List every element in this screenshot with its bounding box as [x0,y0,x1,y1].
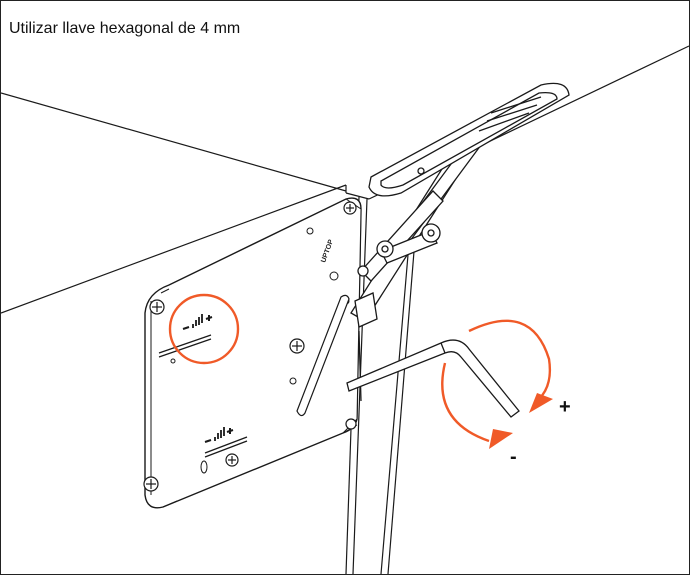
lift-linkage [350,122,486,402]
instruction-caption: Utilizar llave hexagonal de 4 mm [9,20,241,37]
tension-scale-upper [158,314,213,358]
screw-bottom-right [225,453,239,467]
hex-key [346,339,520,418]
screws [143,201,357,492]
rotation-arrowheads [489,393,553,449]
screw-top-left [149,299,165,315]
top-bracket [368,82,570,197]
screw-bottom-left [143,476,159,492]
screw-top-right [343,201,357,215]
arrow-head-plus [529,393,553,413]
minus-label: - [510,446,517,468]
tension-scale-lower [204,427,248,458]
screw-right-lower [345,418,357,430]
rotation-arrows [441,319,552,443]
plate-edge [150,288,170,495]
screw-middle [289,338,305,354]
slot-arm [296,294,350,417]
arrow-head-minus [489,429,513,449]
highlight-circle [168,293,240,365]
plus-label: + [559,396,571,418]
